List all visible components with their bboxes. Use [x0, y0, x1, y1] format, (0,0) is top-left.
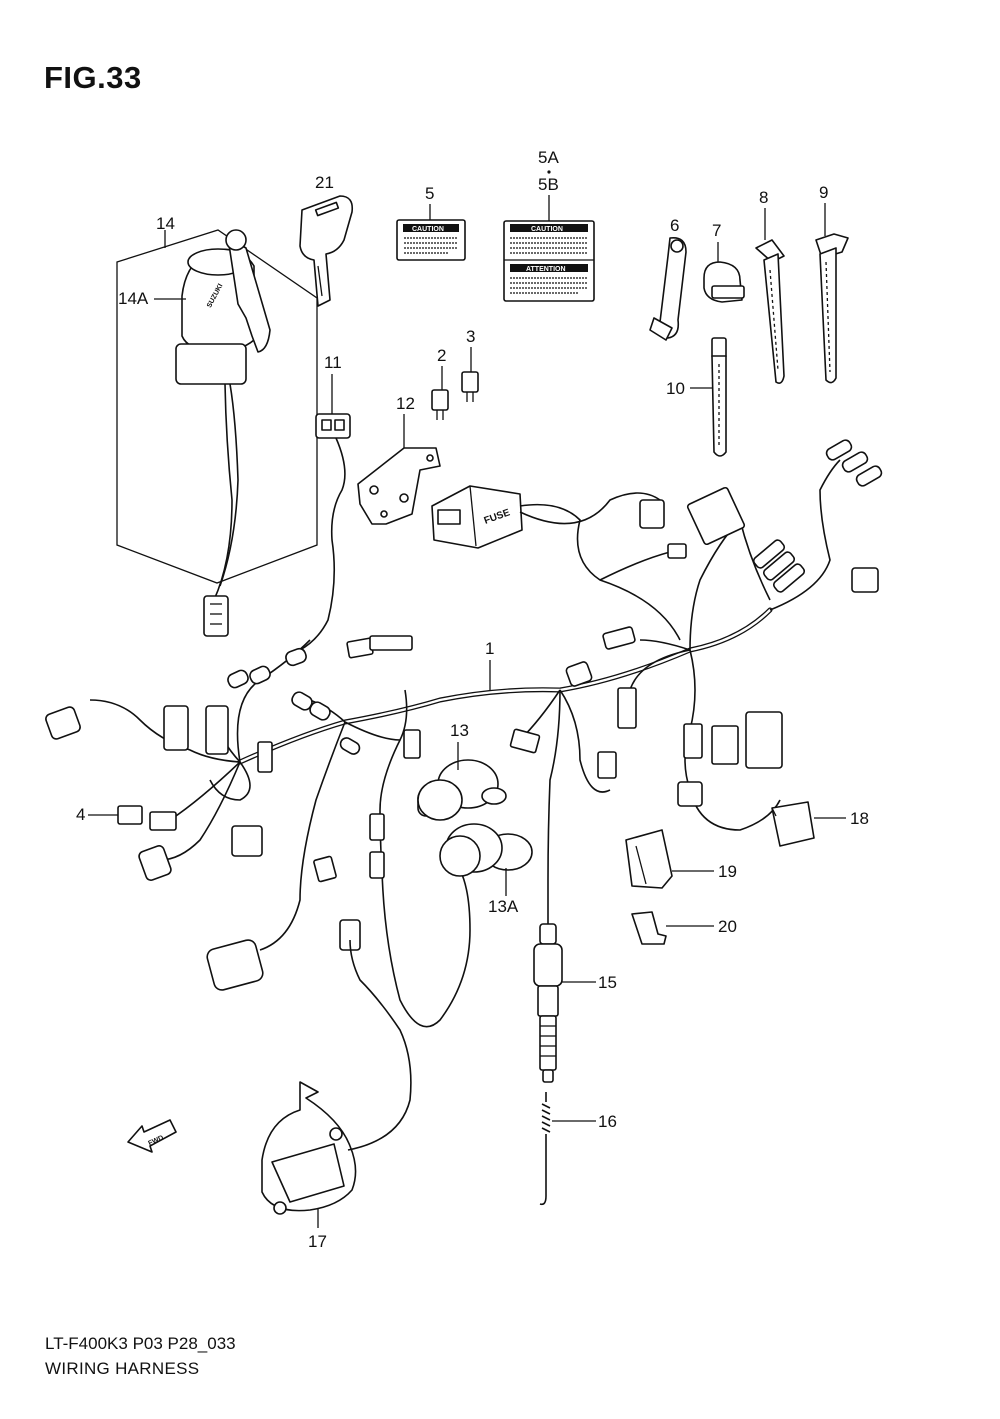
label-1: 1 — [485, 639, 494, 658]
label-14: 14 — [156, 214, 175, 233]
figure-title: FIG.33 — [44, 60, 142, 95]
label-10: 10 — [666, 379, 685, 398]
caution-label-5: CAUTION — [396, 219, 466, 261]
ignition-switch-assembly: SUZUKI — [116, 229, 318, 637]
spring-16 — [539, 1092, 551, 1206]
label-16: 16 — [598, 1112, 617, 1131]
label-3: 3 — [466, 327, 475, 346]
label-7: 7 — [712, 221, 721, 240]
label-13a: 13A — [488, 897, 519, 916]
figure-caption: WIRING HARNESS — [45, 1359, 200, 1378]
tie-strap-8 — [755, 239, 785, 384]
fwd-arrow: FWD — [127, 1119, 177, 1153]
label-21: 21 — [315, 173, 334, 192]
label-19: 19 — [718, 862, 737, 881]
fuse-3 — [461, 371, 479, 402]
clamp-6 — [649, 236, 687, 341]
socket-13a — [439, 823, 533, 877]
label-4: 4 — [76, 805, 85, 824]
label-18: 18 — [850, 809, 869, 828]
label-5: 5 — [425, 184, 434, 203]
label-6: 6 — [670, 216, 679, 235]
label-15: 15 — [598, 973, 617, 992]
label-2: 2 — [437, 346, 446, 365]
caution-text: CAUTION — [412, 226, 444, 233]
model-code: LT-F400K3 P03 P28_033 — [45, 1334, 236, 1353]
label-14a: 14A — [118, 289, 149, 308]
tie-strap-10 — [711, 337, 727, 457]
coupler-11 — [299, 413, 351, 651]
fuse-box: FUSE — [431, 485, 523, 549]
label-11: 11 — [324, 353, 342, 372]
harness-connectors — [45, 439, 883, 991]
sensor-15 — [533, 923, 563, 1083]
attention-text: ATTENTION — [526, 266, 566, 273]
caution-attention-label-5b: CAUTION ATTENTION — [503, 220, 595, 302]
label-12: 12 — [396, 394, 415, 413]
label-8: 8 — [759, 188, 768, 207]
label-13: 13 — [450, 721, 469, 740]
bracket-12 — [357, 447, 441, 525]
socket-13 — [417, 759, 507, 821]
relay-18 — [771, 801, 815, 847]
label-5a: 5A — [538, 148, 559, 167]
tie-strap-9 — [815, 233, 849, 384]
switch-17 — [261, 939, 412, 1215]
label-17: 17 — [308, 1232, 327, 1251]
label-5b: 5B — [538, 175, 559, 194]
coupler-4 — [117, 805, 143, 825]
main-harness-1 — [89, 459, 841, 1028]
key-part — [299, 195, 354, 307]
label-9: 9 — [819, 183, 828, 202]
cover-19 — [625, 829, 673, 889]
plate-20 — [631, 911, 667, 945]
label-20: 20 — [718, 917, 737, 936]
caution-text-5b: CAUTION — [531, 226, 563, 233]
fuse-2 — [431, 389, 449, 420]
clip-7 — [703, 261, 745, 303]
